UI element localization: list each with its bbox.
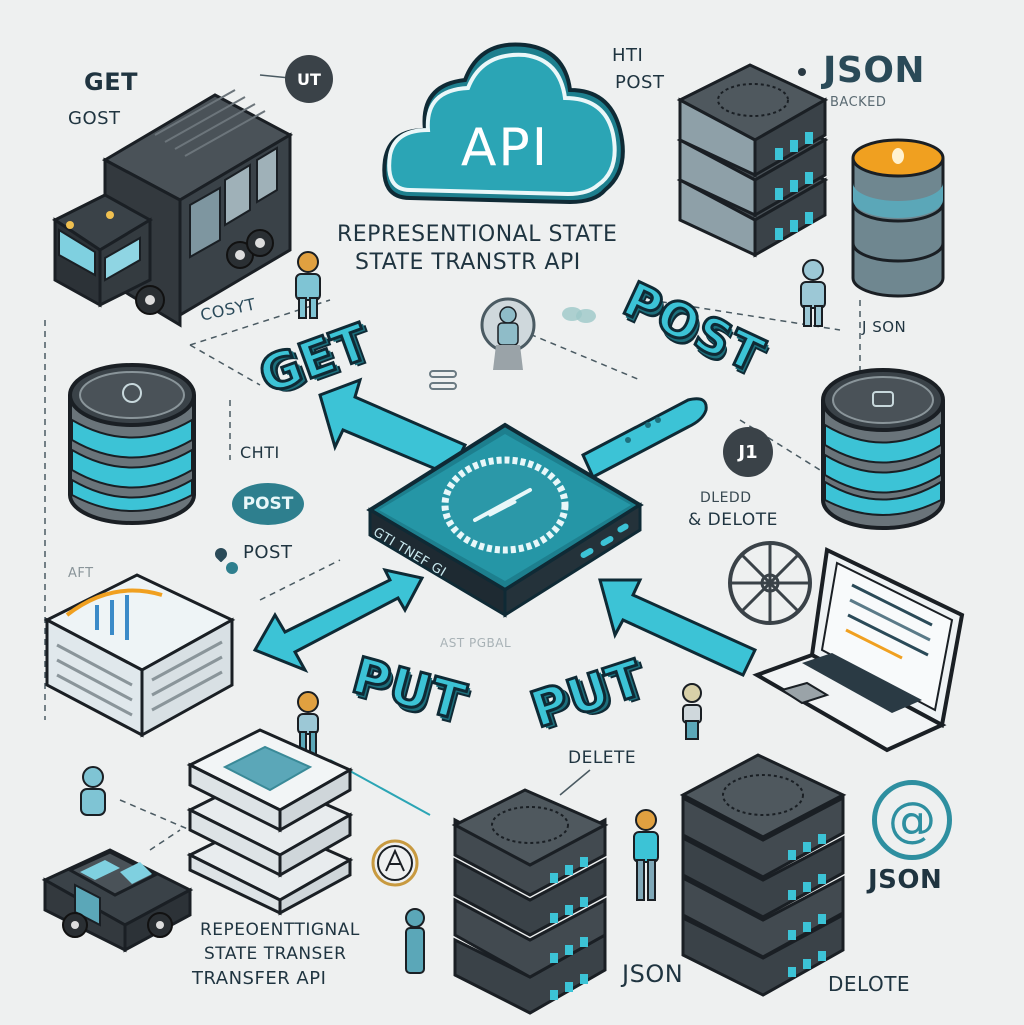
cloud-api-label: API [460,118,550,178]
arrow-post-icon [581,397,708,480]
compass-a-icon [371,839,419,887]
message-icon [429,370,457,390]
label-chti: CHTI [240,443,280,462]
person-icon [633,809,659,901]
database-icon [851,138,945,298]
server-stack-icon [676,63,829,258]
label-json-small: J SON [862,318,907,336]
server-stack-icon [679,753,847,997]
label-post-plain: POST [243,542,293,563]
person-icon [297,691,319,758]
badge-j1: J1 [723,427,773,477]
label-post-top: POST [615,72,665,93]
person-badge-icon [480,297,536,370]
link-icon [562,307,596,323]
faint-left-label: AFT [68,566,94,581]
badge-ut: UT [285,55,333,103]
bottom-left-line-3: TRANSFER API [192,968,327,989]
label-get: GET [84,68,138,96]
label-hti: HTI [612,45,644,66]
database-icon [821,368,945,530]
database-icon [68,363,196,525]
person-icon [80,766,106,816]
wheel-icon [728,541,812,625]
server-stack-icon [451,788,609,1015]
post-pill: POST [232,483,304,525]
laptop-icon [752,547,965,753]
arrow-put-right-icon [598,578,758,677]
heart-marker-icon [226,562,238,574]
label-gost: GOST [68,108,121,129]
bottom-left-line-1: REPEOENTTIGNAL [200,920,360,940]
label-json-bottom: JSON [622,960,684,988]
bottom-left-line-2: STATE TRANSER [204,944,347,964]
person-icon [295,251,321,319]
person-icon [405,908,425,974]
dot-marker [798,68,806,76]
router-device-icon [366,422,644,618]
faint-center-label: AST PGBAL [440,636,512,650]
api-cloud: API [380,30,630,205]
cloud-icon [382,42,625,205]
label-delete-mid: DELETE [568,748,637,768]
person-icon [682,683,702,740]
subtitle-line-1: REPRESENTIONAL STATE [337,222,618,247]
label-dledd: DLEDD [700,490,752,506]
car-icon [41,848,194,953]
server-box-icon [43,573,236,738]
at-sign-icon: @ [872,780,952,860]
label-json-top: JSON [823,50,926,91]
label-json-right: JSON [868,865,943,895]
label-delote-bottom: DELOTE [828,972,911,996]
truck-icon [52,89,294,328]
label-delote-amp: & DELOTE [688,510,778,530]
arrow-put-left-icon [252,567,425,673]
document-stack-icon [186,728,354,916]
person-icon [800,259,826,327]
label-backed: BACKED [830,95,887,110]
subtitle-line-2: STATE TRANSTR API [355,250,581,275]
